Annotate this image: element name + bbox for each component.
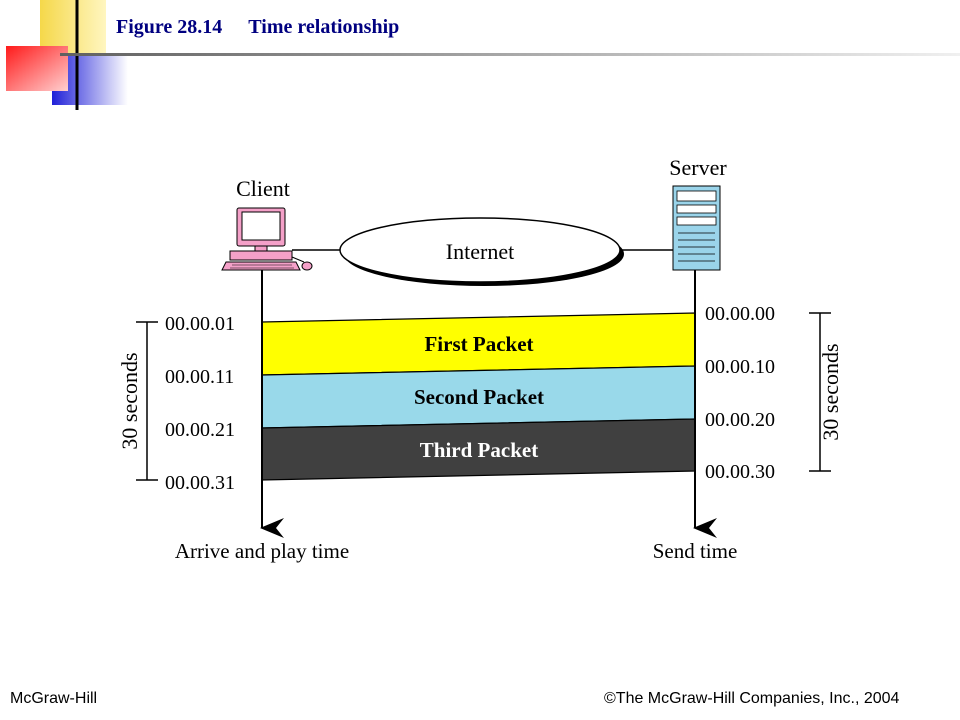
client-time-2: 00.00.11 <box>165 366 234 388</box>
server-time-2: 00.00.10 <box>705 356 775 378</box>
third-packet-label: Third Packet <box>420 438 538 462</box>
deco-red-block <box>6 46 68 91</box>
client-label: Client <box>236 176 290 201</box>
server-axis-caption: Send time <box>653 539 738 563</box>
internet-cloud <box>339 217 624 286</box>
client-axis-caption: Arrive and play time <box>175 539 349 563</box>
left-interval-label: 30 seconds <box>117 352 142 449</box>
server-tower-icon <box>672 185 721 271</box>
client-time-3: 00.00.21 <box>165 419 235 441</box>
internet-label: Internet <box>446 239 514 264</box>
figure-caption: Time relationship <box>248 16 400 38</box>
server-time-1: 00.00.00 <box>705 303 775 325</box>
server-time-3: 00.00.20 <box>705 409 775 431</box>
footer-publisher: McGraw-Hill <box>10 690 98 707</box>
first-packet-label: First Packet <box>424 332 533 356</box>
title-underline <box>60 53 960 56</box>
footer-copyright: ©The McGraw-Hill Companies, Inc., 2004 <box>604 690 900 707</box>
corner-decoration <box>6 0 128 110</box>
left-interval-bracket <box>136 321 158 481</box>
figure-number: Figure 28.14 <box>116 16 223 38</box>
server-label: Server <box>669 155 727 180</box>
right-interval-bracket <box>809 312 831 472</box>
right-interval-label: 30 seconds <box>818 343 843 440</box>
client-computer-icon <box>221 207 313 271</box>
client-time-1: 00.00.01 <box>165 313 235 335</box>
client-time-4: 00.00.31 <box>165 472 235 494</box>
second-packet-label: Second Packet <box>414 385 544 409</box>
figure-title: Figure 28.14 Time relationship <box>116 16 399 39</box>
server-time-4: 00.00.30 <box>705 461 775 483</box>
deco-yellow-block <box>40 0 106 55</box>
